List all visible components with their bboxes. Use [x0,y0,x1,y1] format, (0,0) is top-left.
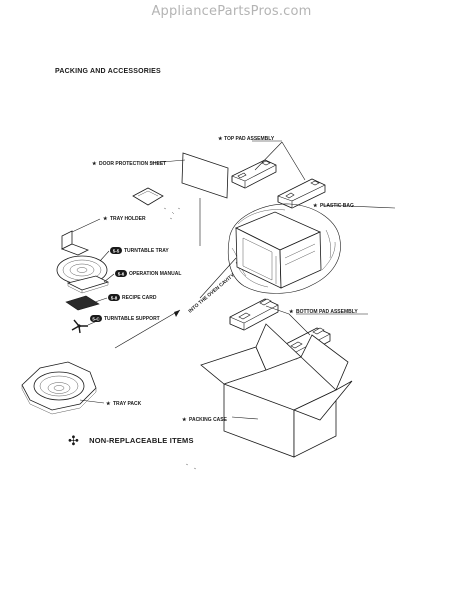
badge-recipe-card-bg [108,294,120,301]
star-plastic-bag: ★ [313,203,318,209]
top-pad-assembly [231,159,326,209]
label-top-pad-assembly: TOP PAD ASSEMBLY [224,136,275,142]
badge-turntable-tray: 5-5 [113,249,120,254]
label-recipe-card: RECIPE CARD [122,295,157,301]
label-turntable-tray: TURNTABLE TRAY [124,248,169,254]
label-bottom-pad-assembly: BOTTOM PAD ASSEMBLY [296,309,358,315]
legend-symbol-icon: ✣ [68,433,80,448]
star-bottom-pad: ★ [289,309,294,315]
badge-turntable-support-bg [90,315,102,322]
page-title: PACKING AND ACCESSORIES [55,68,161,75]
badge-recipe-card: 5-8 [111,296,118,301]
star-tray-pack: ★ [106,401,111,407]
packing-case [200,323,353,458]
door-protection-sheet [181,152,229,199]
tray-pack [21,361,97,415]
badge-turntable-support: 5-C [92,317,100,322]
label-door-protection-sheet: DOOR PROTECTION SHEET [99,161,166,167]
turntable-support [71,319,88,334]
label-turntable-support: TURNTABLE SUPPORT [104,316,160,322]
legend-text: NON-REPLACEABLE ITEMS [89,436,194,445]
label-tray-pack: TRAY PACK [113,401,142,407]
star-packing-case: ★ [182,417,187,423]
label-tray-holder: TRAY HOLDER [110,216,146,222]
watermark: AppliancePartsPros.com [151,4,312,19]
into-oven-cavity-arrow [114,257,237,349]
label-plastic-bag: PLASTIC BAG [320,203,354,209]
label-into-oven-cavity: INTO THE OVEN CAVITY [187,272,236,314]
operation-manual [66,275,110,294]
label-packing-case: PACKING CASE [189,417,228,423]
star-door-sheet: ★ [92,161,97,167]
star-top-pad: ★ [218,136,223,142]
microwave-oven [235,211,322,289]
label-operation-manual: OPERATION MANUAL [129,271,181,277]
recipe-card [65,295,100,311]
badge-operation-manual-bg [115,270,127,277]
star-tray-holder: ★ [103,216,108,222]
badge-turntable-tray-bg [110,247,122,254]
tray-holder [61,230,89,256]
legend: ✣ NON-REPLACEABLE ITEMS [68,434,194,447]
badge-operation-manual: 5-6 [118,272,125,277]
